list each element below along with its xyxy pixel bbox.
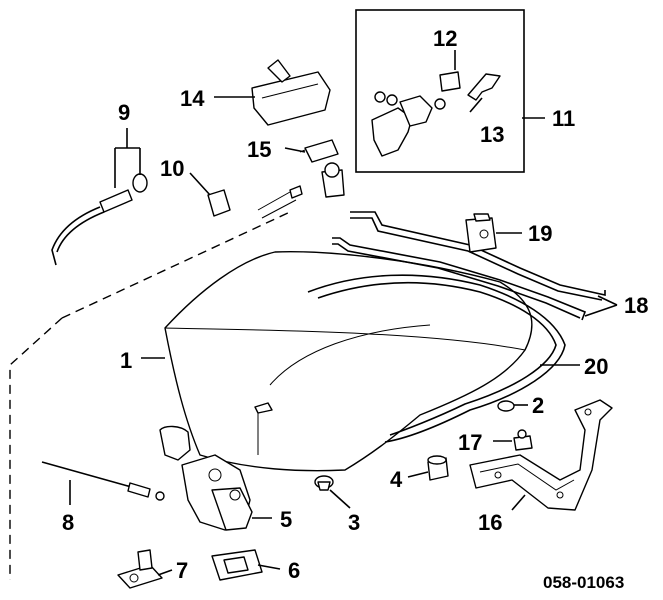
release-cable-end <box>51 173 148 266</box>
callout-3: 3 <box>348 510 360 535</box>
callout-11: 11 <box>552 106 575 131</box>
callout-7: 7 <box>176 558 188 583</box>
torsion-bars <box>332 211 606 321</box>
callout-14: 14 <box>180 86 205 111</box>
callout-12: 12 <box>433 26 457 51</box>
bumper <box>314 475 334 491</box>
callout-13: 13 <box>480 122 504 147</box>
callout-17: 17 <box>458 430 482 455</box>
release-rod <box>41 461 165 501</box>
callout-16: 16 <box>478 510 502 535</box>
cable-clip <box>207 185 303 219</box>
callout-1: 1 <box>120 348 132 373</box>
latch <box>159 425 253 531</box>
callout-20: 20 <box>584 354 608 379</box>
callout-10: 10 <box>160 156 184 181</box>
trunk-lid <box>164 251 533 472</box>
inset-parts <box>371 71 501 157</box>
leader-lines <box>69 50 618 576</box>
clip <box>513 429 533 451</box>
bracket <box>251 59 331 126</box>
callout-19: 19 <box>528 221 552 246</box>
callout-2: 2 <box>532 393 544 418</box>
cable-route-lower <box>9 317 63 580</box>
callout-4: 4 <box>390 467 403 492</box>
striker <box>211 549 263 581</box>
callout-8: 8 <box>62 510 74 535</box>
hinge <box>469 399 613 511</box>
callout-9: 9 <box>118 100 130 125</box>
callout-15: 15 <box>247 137 271 162</box>
grommet <box>497 400 515 412</box>
reference-code: 058-01063 <box>543 573 624 592</box>
callout-18: 18 <box>624 293 648 318</box>
callout-5: 5 <box>280 507 292 532</box>
inset-box <box>355 9 525 173</box>
key-cylinder <box>299 139 345 198</box>
small-bracket <box>117 549 163 589</box>
cable-route <box>61 211 291 319</box>
weatherstrip <box>307 274 566 443</box>
callout-6: 6 <box>288 558 300 583</box>
latch-cover <box>465 213 497 253</box>
stopper <box>427 455 449 481</box>
